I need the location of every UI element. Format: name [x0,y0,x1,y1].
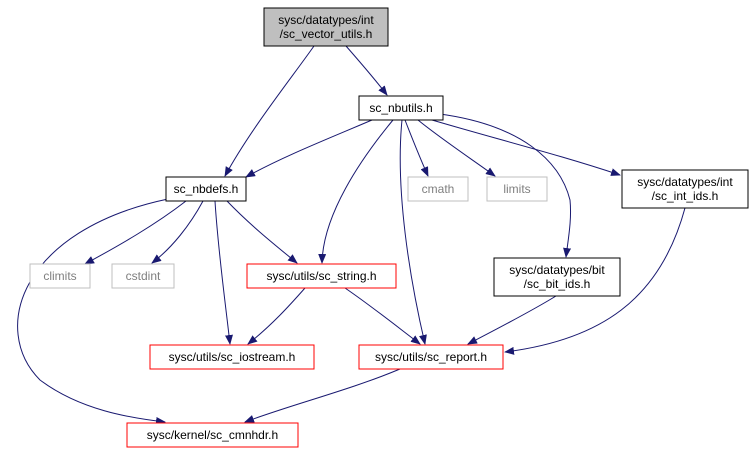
node-box [358,95,444,121]
edge-nbdefs-to-cmnhdr [17,198,169,425]
node-cmnhdr[interactable]: sysc/kernel/sc_cmnhdr.h [126,422,299,448]
node-label-line: /sc_vector_utils.h [280,27,373,41]
node-box [126,422,299,448]
node-iostream[interactable]: sysc/utils/sc_iostream.h [149,344,315,370]
node-int_ids[interactable]: sysc/datatypes/int/sc_int_ids.h [621,169,749,209]
edge-nbdefs-to-cstdint [151,200,204,264]
node-nbutils[interactable]: sc_nbutils.h [358,95,444,121]
edge-nbutils-to-limits [417,119,496,177]
edge-root-to-nbutils [345,45,388,96]
node-label-line: sysc/utils/sc_iostream.h [169,350,296,364]
edge-nbutils-to-cmath [404,119,429,177]
node-label-line: sysc/datatypes/int [637,175,733,189]
node-layer: sysc/datatypes/int/sc_vector_utils.h sc_n… [29,7,749,448]
edge-nbutils-to-report [399,119,427,345]
edge-root-to-nbdefs [224,45,315,177]
node-label-line: cstdint [126,269,161,283]
node-string[interactable]: sysc/utils/sc_string.h [246,263,397,289]
node-label-line: sysc/datatypes/bit [509,263,605,277]
edge-layer [17,45,686,425]
node-box [246,263,397,289]
node-box [407,176,469,202]
node-label-line: sysc/utils/sc_string.h [266,269,376,283]
edge-nbutils-to-nbdefs [245,119,373,178]
edge-report-to-cmnhdr [244,368,401,423]
edge-nbutils-to-string [318,119,394,264]
node-cmath: cmath [407,176,469,202]
node-label-line: climits [43,269,76,283]
node-box [149,344,315,370]
node-box [621,169,749,209]
node-label-line: cmath [422,182,455,196]
edge-nbdefs-to-climits [84,200,187,265]
node-label-line: sc_nbutils.h [369,101,432,115]
node-label-line: sysc/datatypes/int [278,13,374,27]
node-box [165,176,247,202]
node-box [111,263,175,289]
node-label-line: sysc/utils/sc_report.h [375,350,487,364]
node-label-line: /sc_bit_ids.h [524,277,591,291]
node-box [263,7,389,47]
node-root[interactable]: sysc/datatypes/int/sc_vector_utils.h [263,7,389,47]
edge-string-to-iostream [247,287,306,345]
node-box [29,263,91,289]
node-box [358,344,504,370]
edge-nbdefs-to-iostream [214,200,233,345]
edge-int_ids-to-report [504,207,686,355]
node-nbdefs[interactable]: sc_nbdefs.h [165,176,247,202]
edge-nbutils-to-bit_ids [439,113,572,258]
edge-nbutils-to-int_ids [431,119,621,176]
edge-nbdefs-to-string [226,200,298,264]
node-box [493,257,621,297]
node-box [486,176,548,202]
node-cstdint: cstdint [111,263,175,289]
edge-bit_ids-to-report [467,295,557,345]
node-limits: limits [486,176,548,202]
node-label-line: /sc_int_ids.h [652,189,719,203]
node-label-line: sc_nbdefs.h [174,182,239,196]
node-label-line: limits [503,182,530,196]
node-label-line: sysc/kernel/sc_cmnhdr.h [147,428,278,442]
edge-string-to-report [344,287,421,345]
node-climits: climits [29,263,91,289]
node-report[interactable]: sysc/utils/sc_report.h [358,344,504,370]
node-bit_ids[interactable]: sysc/datatypes/bit/sc_bit_ids.h [493,257,621,297]
